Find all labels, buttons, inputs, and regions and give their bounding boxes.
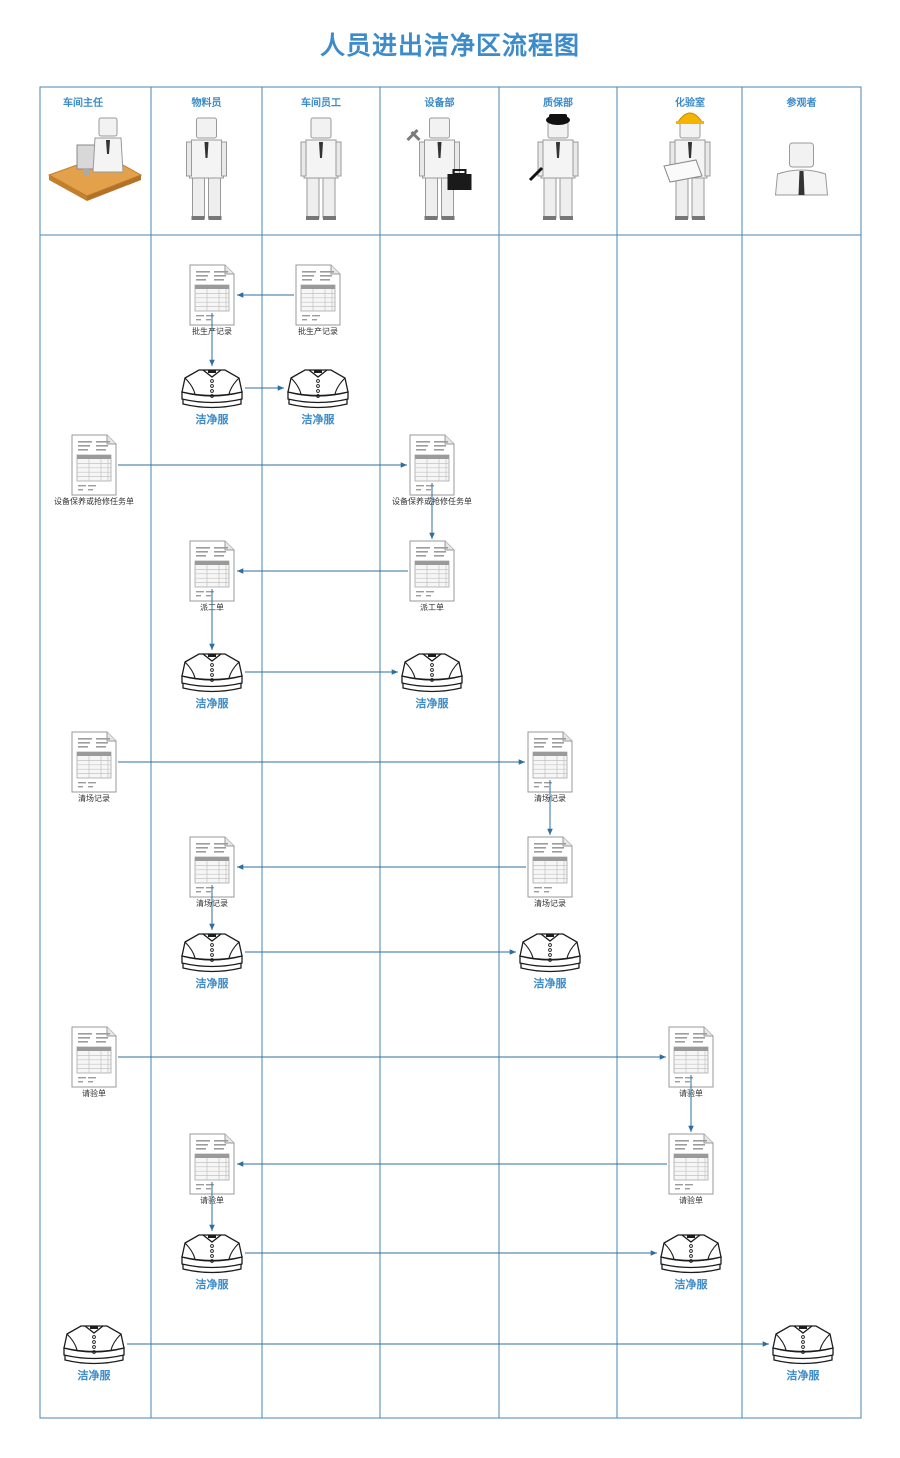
document-node: 清场记录 (527, 836, 573, 908)
document-icon (189, 540, 235, 602)
node-label: 洁净服 (416, 696, 450, 710)
person-icon (186, 117, 227, 220)
document-node: 请验单 (71, 1026, 117, 1098)
cleanroom-suit-node: 洁净服 (181, 369, 243, 426)
cleanroom-suit-node: 洁净服 (660, 1234, 722, 1291)
document-icon (189, 1133, 235, 1195)
person-icon (663, 112, 711, 220)
person-icon (47, 117, 143, 201)
node-label: 洁净服 (78, 1368, 112, 1382)
lane-title: 化验室 (675, 96, 705, 109)
clothes-icon (181, 369, 243, 409)
clothes-icon (181, 933, 243, 973)
cleanroom-suit-node: 洁净服 (287, 369, 349, 426)
clothes-icon (181, 1234, 243, 1274)
cleanroom-suit-node: 洁净服 (181, 1234, 243, 1291)
node-label: 洁净服 (196, 1277, 230, 1291)
node-label: 批生产记录 (298, 326, 338, 336)
lane-title: 参观者 (787, 96, 817, 109)
lane-header: 设备部 (406, 96, 472, 220)
lane-header: 化验室 (663, 96, 711, 220)
lane-title: 设备部 (425, 96, 455, 109)
document-node: 设备保养或抢修任务单 (54, 434, 134, 506)
node-label: 洁净服 (787, 1368, 821, 1382)
document-node: 请验单 (189, 1133, 235, 1205)
document-icon (527, 836, 573, 898)
clothes-icon (287, 369, 349, 409)
lane-header: 车间主任 (47, 96, 143, 201)
document-node: 清场记录 (71, 731, 117, 803)
document-node: 批生产记录 (295, 264, 341, 336)
cleanroom-suit-node: 洁净服 (181, 653, 243, 710)
person-icon (528, 114, 579, 220)
cleanroom-suit-node: 洁净服 (181, 933, 243, 990)
node-label: 洁净服 (196, 412, 230, 426)
cleanroom-suit-node: 洁净服 (772, 1325, 834, 1382)
person-icon (406, 117, 472, 220)
clothes-icon (660, 1234, 722, 1274)
node-label: 设备保养或抢修任务单 (54, 496, 134, 506)
node-label: 洁净服 (196, 696, 230, 710)
document-icon (189, 836, 235, 898)
cleanroom-suit-node: 洁净服 (63, 1325, 125, 1382)
person-icon (300, 117, 342, 220)
page-title: 人员进出洁净区流程图 (319, 31, 580, 60)
lane-title: 车间员工 (301, 96, 341, 109)
node-label: 洁净服 (534, 976, 568, 990)
cleanroom-suit-node: 洁净服 (519, 933, 581, 990)
document-icon (668, 1026, 714, 1088)
document-icon (71, 731, 117, 793)
node-label: 洁净服 (196, 976, 230, 990)
document-node: 派工单 (189, 540, 235, 612)
clothes-icon (181, 653, 243, 693)
lane-title: 车间主任 (63, 96, 103, 109)
document-icon (409, 434, 455, 496)
node-label: 请验单 (679, 1195, 703, 1205)
clothes-icon (401, 653, 463, 693)
document-node: 派工单 (409, 540, 455, 612)
document-icon (668, 1133, 714, 1195)
cleanroom-suit-node: 洁净服 (401, 653, 463, 710)
lane-grid (39, 86, 862, 1419)
lane-title: 物料员 (192, 96, 222, 109)
document-icon (71, 1026, 117, 1088)
node-label: 洁净服 (302, 412, 336, 426)
node-label: 请验单 (82, 1088, 106, 1098)
node-label: 清场记录 (534, 898, 566, 908)
lane-header: 参观者 (774, 96, 829, 196)
lane-header: 车间员工 (300, 96, 342, 220)
document-icon (295, 264, 341, 326)
clothes-icon (519, 933, 581, 973)
person-icon (774, 142, 829, 196)
document-icon (189, 264, 235, 326)
node-label: 清场记录 (78, 793, 110, 803)
lane-title: 质保部 (543, 96, 573, 109)
document-node: 请验单 (668, 1133, 714, 1205)
clothes-icon (772, 1325, 834, 1365)
node-label: 派工单 (420, 602, 444, 612)
document-icon (527, 731, 573, 793)
node-label: 洁净服 (675, 1277, 709, 1291)
grid-border (39, 86, 862, 1419)
document-icon (409, 540, 455, 602)
document-icon (71, 434, 117, 496)
clothes-icon (63, 1325, 125, 1365)
lane-header: 质保部 (528, 96, 579, 220)
lane-header: 物料员 (186, 96, 227, 220)
